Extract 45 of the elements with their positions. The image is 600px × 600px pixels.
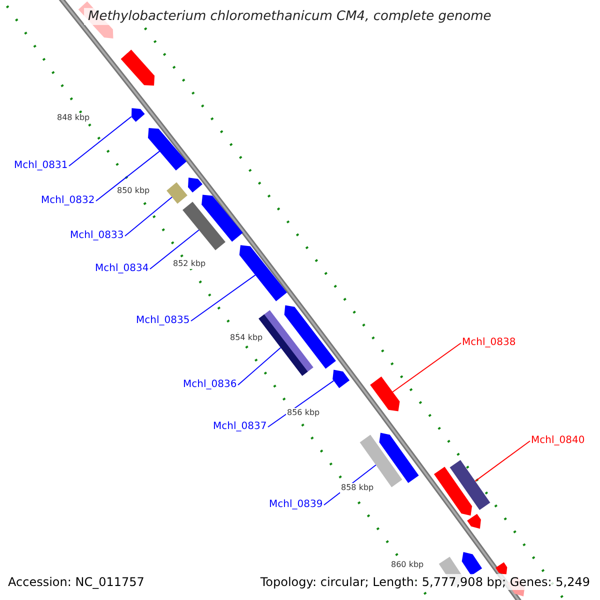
leader-line bbox=[150, 230, 200, 270]
gene-feature bbox=[188, 178, 202, 193]
gene-feature bbox=[462, 552, 482, 576]
gene-bar bbox=[166, 182, 188, 204]
leader-line bbox=[238, 347, 282, 386]
gene-label: Mchl_0833 bbox=[70, 230, 124, 242]
gene-feature bbox=[239, 245, 288, 302]
gene-feature bbox=[467, 514, 481, 529]
gene-feature bbox=[370, 376, 400, 412]
leader-line bbox=[68, 116, 132, 166]
position-label: 860 kbp bbox=[390, 560, 425, 570]
gene-label: Mchl_0838 bbox=[462, 337, 516, 349]
gene-label: Mchl_0834 bbox=[95, 263, 149, 275]
gene-feature bbox=[202, 194, 243, 242]
position-label: 852 kbp bbox=[172, 259, 207, 269]
gene-label: Mchl_0837 bbox=[213, 421, 267, 433]
gene-feature bbox=[131, 108, 145, 122]
leader-line bbox=[124, 196, 172, 236]
position-label: 854 kbp bbox=[229, 333, 264, 343]
gene-feature bbox=[148, 128, 187, 171]
gene-label: Mchl_0840 bbox=[531, 435, 585, 447]
gene-label: Mchl_0835 bbox=[136, 315, 190, 327]
gene-feature bbox=[434, 466, 472, 516]
gene-feature bbox=[332, 370, 350, 388]
leader-line bbox=[268, 380, 334, 428]
position-label: 858 kbp bbox=[340, 483, 375, 493]
gene-feature bbox=[496, 562, 508, 575]
position-label: 848 kbp bbox=[56, 113, 91, 123]
gene-bar bbox=[450, 460, 490, 510]
gene-label: Mchl_0839 bbox=[269, 499, 323, 511]
gene-label: Mchl_0831 bbox=[14, 160, 68, 172]
gene-feature bbox=[284, 305, 336, 369]
position-label: 856 kbp bbox=[286, 408, 321, 418]
leader-line bbox=[474, 440, 530, 482]
gene-feature bbox=[379, 432, 419, 483]
position-label: 850 kbp bbox=[116, 186, 151, 196]
leader-line bbox=[96, 150, 160, 202]
gene-feature bbox=[120, 50, 155, 86]
leader-line bbox=[392, 342, 462, 392]
gene-label: Mchl_0836 bbox=[183, 379, 237, 391]
genome-info-text: Topology: circular; Length: 5,777,908 bp; Genes: 5,249 bbox=[260, 574, 590, 590]
gene-label: Mchl_0832 bbox=[41, 195, 95, 207]
gene-bar bbox=[182, 202, 226, 250]
accession-text: Accession: NC_011757 bbox=[8, 574, 144, 590]
leader-line bbox=[190, 274, 256, 322]
